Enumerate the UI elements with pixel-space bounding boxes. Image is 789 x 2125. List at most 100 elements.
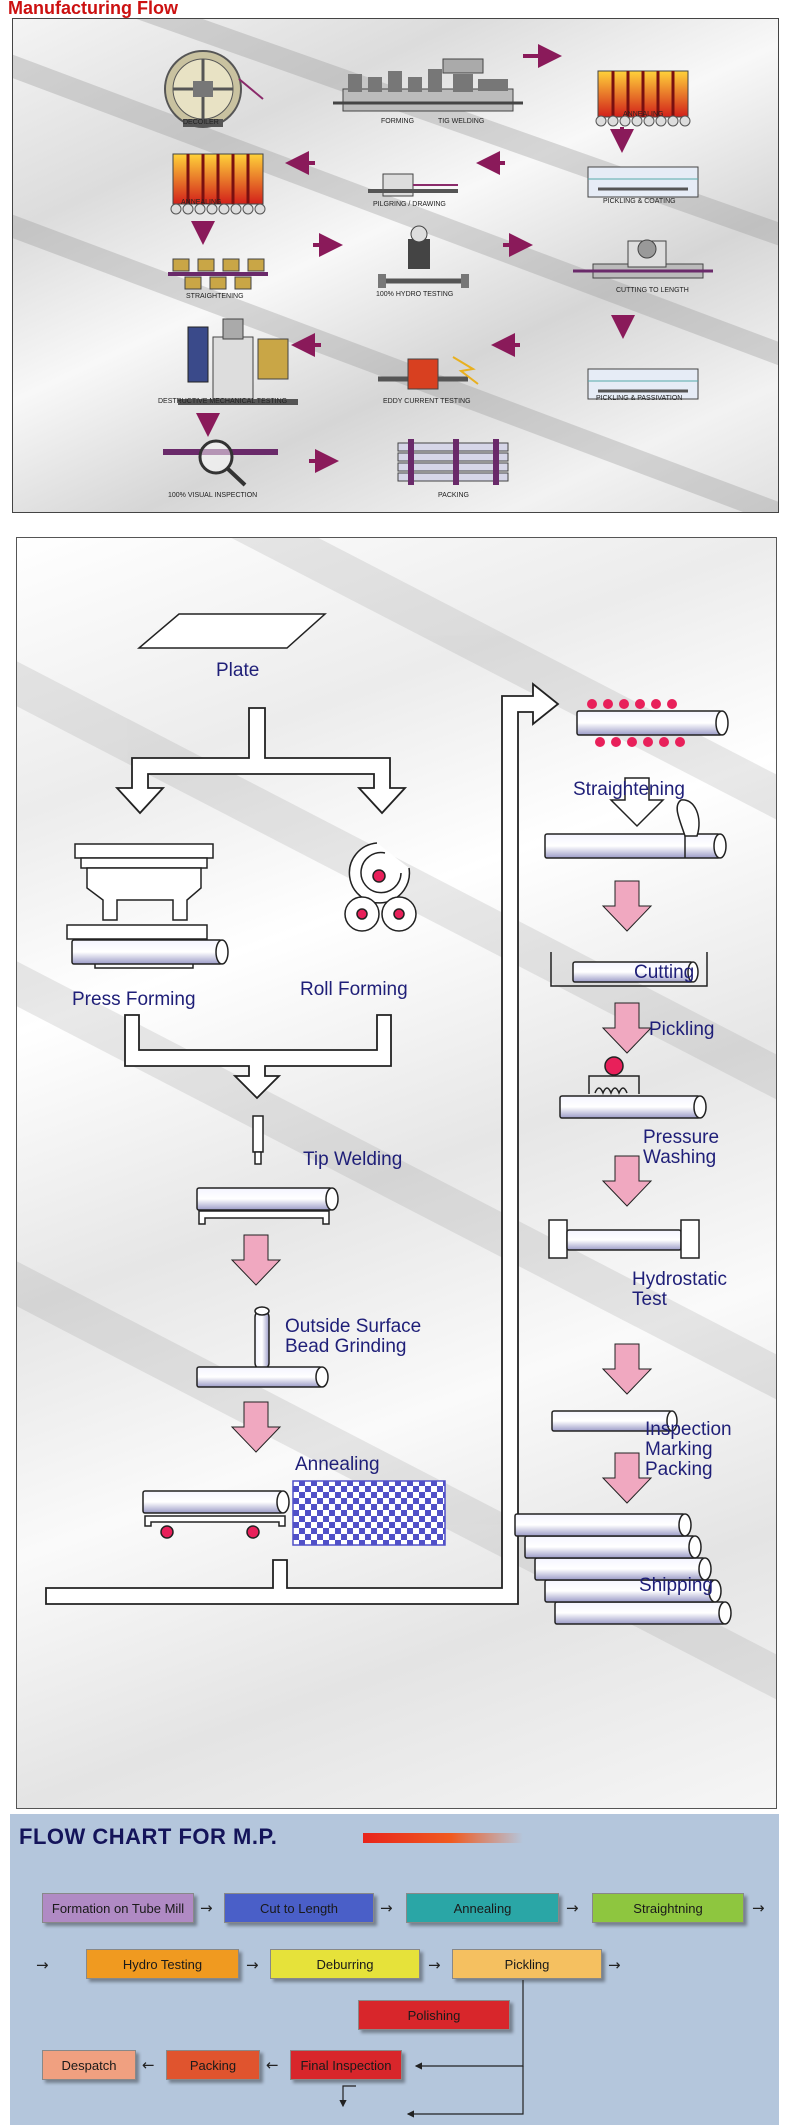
step-straightning: Straightning: [592, 1893, 744, 1923]
arrow-icon: →: [200, 1899, 213, 1917]
label-annealing-2: ANNEALING: [181, 199, 222, 206]
label-pressure: Pressure: [643, 1127, 720, 1148]
step-despatch: Despatch: [42, 2050, 136, 2080]
label-plate: Plate: [216, 660, 260, 681]
annealing-furnace-illustration-1: [595, 70, 691, 127]
plate-process-panel: Plate Press Forming Roll Forming Tip Wel…: [16, 537, 777, 1809]
label-test: Test: [632, 1289, 667, 1310]
shipping-tube-stack: [514, 1513, 732, 1625]
cutting-illustration: [544, 799, 727, 859]
pickling-passivation-tank-illustration: [587, 368, 699, 400]
label-decoiler: DECOILER: [183, 119, 219, 126]
tip-welding-illustration: [196, 1115, 339, 1225]
straightening-illustration: [576, 699, 729, 747]
label-shipping: Shipping: [639, 1575, 713, 1596]
pink-arrow-2: [230, 1401, 282, 1453]
arrow-icon: →: [246, 1956, 259, 1974]
flow-chart-panel: FLOW CHART FOR M.P. Formation on Tube Mi…: [10, 1814, 779, 2125]
annealing-illustration: [142, 1480, 446, 1546]
label-hydrostatic: Hydrostatic: [632, 1269, 728, 1290]
step-annealing: Annealing: [406, 1893, 559, 1923]
label-straightening: STRAIGHTENING: [186, 293, 244, 300]
hydro-testing-illustration: [378, 225, 469, 288]
label-pickling-coating: PICKLING & COATING: [603, 198, 676, 205]
straightening-illustration: [168, 258, 268, 290]
arrow-icon: ←: [266, 2056, 279, 2074]
split-hollow-arrow: [114, 707, 408, 815]
step-final-inspection: Final Inspection: [290, 2050, 402, 2080]
label-destructive-testing: DESTRUCTIVE MECHANICAL TESTING: [158, 398, 288, 405]
label-hydro-testing: 100% HYDRO TESTING: [376, 291, 454, 298]
arrow-icon: →: [566, 1899, 579, 1917]
pink-arrow-6: [601, 1343, 653, 1395]
manufacturing-flow-title: Manufacturing Flow: [8, 0, 178, 18]
label-straightening: Straightening: [573, 779, 685, 800]
roll-forming-machine: [344, 842, 417, 932]
decoiler-illustration: [164, 50, 264, 128]
arrow-icon: ←: [142, 2056, 155, 2074]
pilgering-illustration: [368, 173, 458, 197]
plate-process-graphics: [17, 538, 776, 1700]
label-packing: PACKING: [438, 492, 469, 499]
connector-hollow-arrow: [45, 682, 560, 1605]
step-polishing: Polishing: [358, 2000, 510, 2030]
label-packing: Packing: [645, 1459, 713, 1480]
label-inspection: Inspection: [645, 1419, 732, 1440]
label-marking: Marking: [645, 1439, 713, 1460]
merge-hollow-arrow: [124, 1014, 392, 1100]
arrow-icon: →: [752, 1899, 765, 1917]
forming-machine-illustration: [333, 58, 523, 112]
inspection-tube-illustration: [551, 1410, 678, 1432]
label-press-forming: Press Forming: [72, 989, 196, 1010]
pickling-tank-illustration: [550, 952, 708, 987]
pickling-coating-tank-illustration: [587, 166, 699, 198]
step-packing: Packing: [166, 2050, 260, 2080]
step-deburring: Deburring: [270, 1949, 420, 1979]
pink-arrow-4: [601, 1002, 653, 1054]
label-cutting-to-length: CUTTING TO LENGTH: [616, 287, 689, 294]
pink-arrow-7: [601, 1452, 653, 1504]
pink-arrow-3: [601, 880, 653, 932]
packing-illustration: [397, 439, 509, 485]
pink-arrow-1: [230, 1234, 282, 1286]
manufacturing-flow-graphics: [13, 19, 778, 512]
eddy-current-illustration: [378, 356, 479, 390]
arrow-icon: →: [428, 1956, 441, 1974]
bead-grinding-illustration: [196, 1306, 329, 1388]
step-cut-to-length: Cut to Length: [224, 1893, 374, 1923]
flow-chart-title: FLOW CHART FOR M.P.: [19, 1824, 278, 1849]
press-forming-machine: [66, 843, 229, 969]
label-tig-welding: TIG WELDING: [438, 118, 485, 125]
arrow-icon: →: [380, 1899, 393, 1917]
flow-arrows: [191, 44, 635, 473]
destructive-testing-illustration: [178, 318, 298, 405]
arrow-icon: →: [608, 1956, 621, 1974]
hollow-down-arrow: [609, 777, 665, 828]
pink-arrow-5: [601, 1155, 653, 1207]
label-pickling-passivation: PICKLING & PASSIVATION: [596, 395, 683, 402]
label-tip-welding: Tip Welding: [303, 1149, 403, 1170]
visual-inspection-illustration: [163, 439, 278, 487]
label-pilgering: PILGRING / DRAWING: [373, 201, 446, 208]
label-cutting: Cutting: [634, 962, 695, 983]
title-accent-bar: [363, 1833, 523, 1843]
hydrostatic-test-illustration: [548, 1219, 700, 1259]
step-pickling: Pickling: [452, 1949, 602, 1979]
label-bead-grinding-2: Bead Grinding: [285, 1336, 407, 1357]
label-visual-inspection: 100% VISUAL INSPECTION: [168, 492, 258, 499]
pressure-washing-illustration: [559, 1056, 707, 1119]
plate-shape: [136, 613, 327, 649]
step-hydro-testing: Hydro Testing: [86, 1949, 239, 1979]
label-forming: FORMING: [381, 118, 415, 125]
label-roll-forming: Roll Forming: [300, 979, 408, 1000]
annealing-furnace-illustration-2: [170, 153, 266, 215]
label-bead-grinding-1: Outside Surface: [285, 1316, 422, 1337]
label-washing: Washing: [643, 1147, 717, 1168]
cutting-illustration: [573, 239, 713, 279]
manufacturing-flow-panel: DECOILER FORMING TIG WELDING ANNEALING A…: [12, 18, 779, 513]
label-annealing: Annealing: [295, 1454, 380, 1475]
arrow-icon: →: [36, 1956, 49, 1974]
label-eddy-current: EDDY CURRENT TESTING: [383, 398, 471, 405]
label-annealing-1: ANNEALING: [623, 111, 664, 118]
step-formation-on-tube-mill: Formation on Tube Mill: [42, 1893, 194, 1923]
